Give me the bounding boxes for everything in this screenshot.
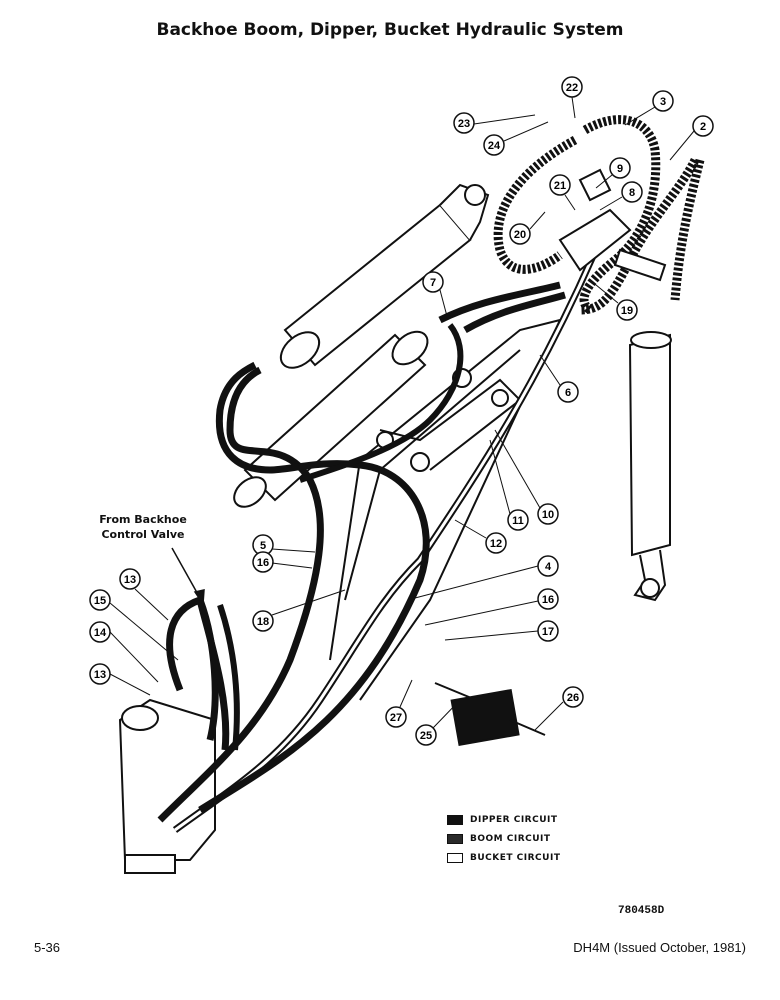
callout-12: 12 (490, 538, 502, 550)
legend-item-boom: BOOM CIRCUIT (447, 829, 560, 848)
from-label-line-1: From Backhoe (99, 513, 187, 526)
legend-swatch-boom (447, 833, 463, 844)
callout-9: 9 (617, 163, 623, 175)
callout-16-right: 16 (542, 594, 554, 606)
callout-6: 6 (565, 387, 571, 399)
callout-27: 27 (390, 712, 402, 724)
callout-5: 5 (260, 540, 266, 552)
document-reference: DH4M (Issued October, 1981) (573, 940, 746, 955)
callout-10: 10 (542, 509, 554, 521)
page-number: 5-36 (34, 940, 61, 955)
from-label-line-2: Control Valve (101, 528, 185, 541)
callout-24: 24 (488, 140, 501, 152)
callout-25: 25 (420, 730, 432, 742)
boom-cylinder (279, 183, 490, 369)
callout-leaders (109, 96, 695, 731)
callout-4: 4 (545, 561, 552, 573)
page-title: Backhoe Boom, Dipper, Bucket Hydraulic S… (156, 20, 624, 40)
legend-item-bucket: BUCKET CIRCUIT (447, 848, 560, 867)
hydraulic-hoses (157, 238, 604, 833)
callout-21: 21 (554, 180, 566, 192)
from-arrow (171, 547, 205, 607)
legend-label-boom: BOOM CIRCUIT (470, 833, 551, 844)
legend-label-bucket: BUCKET CIRCUIT (470, 852, 561, 863)
swing-post (118, 698, 216, 874)
bucket-cylinder (628, 331, 672, 602)
callout-18: 18 (257, 616, 269, 628)
callout-15: 15 (94, 595, 106, 607)
legend-item-dipper: DIPPER CIRCUIT (447, 810, 560, 829)
callout-19: 19 (621, 305, 633, 317)
legend-swatch-bucket (447, 852, 463, 863)
callout-13-top: 13 (124, 574, 136, 586)
callout-20: 20 (514, 229, 526, 241)
callout-23: 23 (458, 118, 470, 130)
drawing-number: 780458D (618, 905, 665, 917)
callout-22: 22 (566, 82, 578, 94)
callout-7: 7 (430, 277, 436, 289)
circuit-legend: DIPPER CIRCUIT BOOM CIRCUIT BUCKET CIRCU… (447, 810, 560, 867)
callout-2: 2 (700, 121, 706, 133)
callout-16-left: 16 (257, 557, 269, 569)
valve-manifold (558, 168, 667, 282)
callout-markers (89, 76, 714, 746)
callout-13-bottom: 13 (94, 669, 106, 681)
from-control-valve-label: From Backhoe Control Valve (78, 512, 208, 542)
callout-8: 8 (629, 187, 635, 199)
hose-clamp-assembly (434, 682, 546, 747)
callout-11: 11 (512, 515, 524, 527)
callout-14: 14 (94, 627, 107, 639)
callout-numbers: 2 3 4 5 6 7 8 9 10 11 12 13 13 14 15 16 … (94, 82, 706, 742)
callout-26: 26 (567, 692, 579, 704)
legend-swatch-dipper (447, 814, 463, 825)
legend-label-dipper: DIPPER CIRCUIT (470, 814, 558, 825)
spring-guarded-hoses (493, 115, 705, 315)
callout-17: 17 (542, 626, 554, 638)
callout-3: 3 (660, 96, 666, 108)
